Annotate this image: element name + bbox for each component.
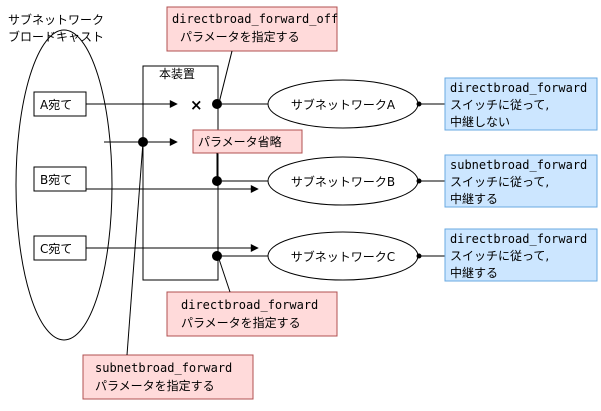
broadcast-title-line2: ブロードキャスト <box>8 29 104 44</box>
blocked-mark: × <box>190 96 203 114</box>
result-a-box <box>444 77 598 131</box>
result-b-line3: 中継する <box>450 191 498 206</box>
result-c-line2: スイッチに従って, <box>450 249 549 263</box>
callout-forward-off-leader <box>218 50 233 104</box>
source-c-label: C宛て <box>40 241 72 256</box>
device-box <box>142 65 219 281</box>
port-a <box>212 99 222 109</box>
result-c-line1: directbroad_forward <box>450 232 587 246</box>
source-a-label: A宛て <box>40 97 72 112</box>
callout-subnet-forward-line1: subnetbroad_forward <box>95 361 232 375</box>
port-c <box>212 251 222 261</box>
callout-forward-off-line2: パラメータを指定する <box>180 29 300 44</box>
source-a-box <box>33 91 87 117</box>
source-b-label: B宛て <box>40 172 72 187</box>
result-a: directbroad_forward スイッチに従って, 中継しない <box>444 77 598 131</box>
result-a-line2: スイッチに従って, <box>450 98 549 112</box>
callout-subnet-forward <box>82 354 254 400</box>
result-b: subnetbroad_forward スイッチに従って, 中継する <box>444 154 598 208</box>
callout-subnet-forward-line2: パラメータを指定する <box>95 378 215 393</box>
device-label: 本装置 <box>159 67 195 81</box>
callout-direct-forward-line2: パラメータを指定する <box>181 315 301 330</box>
callout-direct-forward <box>166 291 338 337</box>
callout-direct-forward-leader <box>217 255 231 293</box>
result-b-box <box>444 154 598 208</box>
subnet-junction-dot <box>138 137 148 147</box>
result-c-line3: 中継する <box>450 265 498 280</box>
source-c: C宛て <box>33 235 87 261</box>
callout-omit <box>192 129 303 154</box>
callout-direct-forward-line1: directbroad_forward <box>181 298 318 312</box>
result-b-line2: スイッチに従って, <box>450 175 549 189</box>
broadcast-group-ellipse <box>15 29 113 341</box>
subnet-c-label: サブネットワークC <box>291 249 395 264</box>
source-a: A宛て <box>33 91 87 117</box>
broadcast-title-line1: サブネットワーク <box>8 12 104 27</box>
result-a-line1: directbroad_forward <box>450 81 587 95</box>
result-c: directbroad_forward スイッチに従って, 中継する <box>444 228 598 282</box>
result-a-line3: 中継しない <box>450 114 510 129</box>
result-b-line1: subnetbroad_forward <box>450 158 587 172</box>
callout-omit-label: パラメータ省略 <box>198 134 282 149</box>
result-c-box <box>444 228 598 282</box>
source-b-box <box>33 166 87 192</box>
source-b: B宛て <box>33 166 87 192</box>
callout-forward-off <box>166 6 338 52</box>
callout-forward-off-line1: directbroad_forward_off <box>172 12 338 26</box>
port-b <box>212 176 222 186</box>
subnet-b-label: サブネットワークB <box>291 174 395 189</box>
subnet-a-label: サブネットワークA <box>291 97 396 112</box>
